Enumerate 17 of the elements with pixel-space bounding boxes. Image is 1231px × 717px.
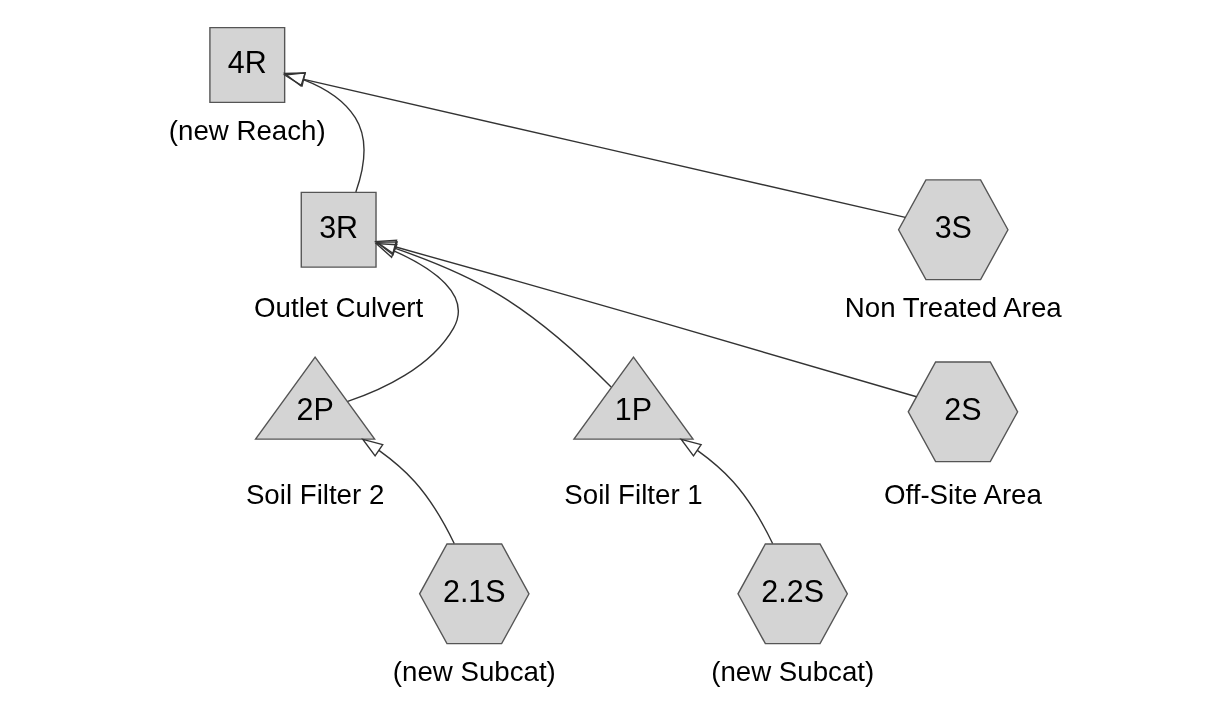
node-label: Off-Site Area <box>883 478 1042 510</box>
node-label: Soil Filter 1 <box>564 478 703 510</box>
arrow <box>374 241 612 388</box>
node-label: Outlet Culvert <box>254 291 424 323</box>
node-label: (new Subcat) <box>392 656 556 688</box>
arrow <box>282 72 365 193</box>
arrow <box>347 242 459 403</box>
arrow <box>361 438 455 545</box>
arrow <box>282 71 906 219</box>
node-box: 4R <box>209 26 286 104</box>
node-label: Non Treated Area <box>844 291 1062 323</box>
node-label: (new Reach) <box>168 114 326 146</box>
node-label: (new Subcat) <box>711 656 875 688</box>
node-box: 3R <box>300 191 377 268</box>
node-label: Soil Filter 2 <box>245 478 385 510</box>
arrow <box>679 438 774 545</box>
arrow <box>374 239 918 398</box>
